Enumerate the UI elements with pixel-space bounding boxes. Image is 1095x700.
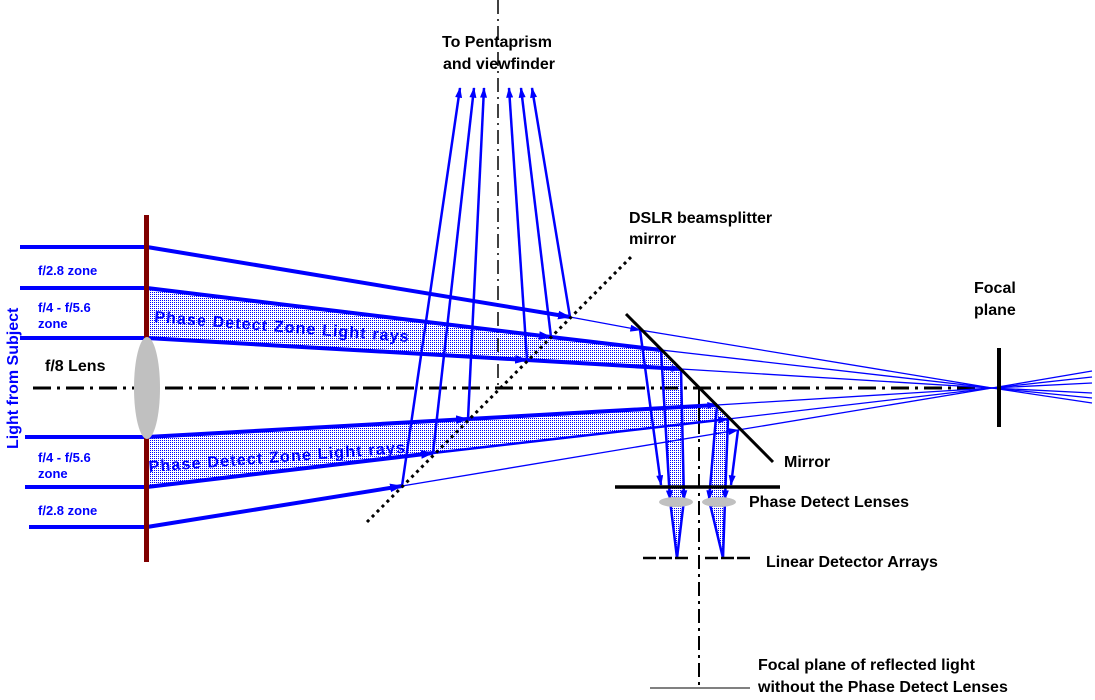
ray-d	[146, 415, 470, 439]
diverging-rays	[991, 370, 1093, 404]
af-ray-a	[638, 329, 664, 486]
ray-c	[146, 336, 529, 364]
f4-f56-bottom-zone-label: zone	[38, 466, 68, 481]
mirror-label: Mirror	[784, 454, 830, 471]
ray-b	[146, 286, 553, 340]
reflected-focal-plane-label-line1: Focal plane of reflected light	[758, 657, 976, 674]
pentaprism-label-line2: and viewfinder	[443, 56, 555, 73]
ray-d-to-focus	[716, 387, 993, 406]
viewfinder-ray-f	[400, 87, 463, 487]
f28-zone-top-label: f/2.8 zone	[38, 263, 97, 278]
focal-plane-label-line1: Focal	[974, 280, 1016, 297]
ray-f	[146, 483, 404, 529]
lens-plane-lower	[144, 437, 149, 562]
ray-f-beyond-focus	[991, 370, 1093, 389]
f8-lens-label: f/8 Lens	[45, 358, 106, 375]
upper-converging-cone	[670, 500, 684, 558]
af-ray-f	[728, 429, 740, 486]
f4-f56-top-zone-label: zone	[38, 316, 68, 331]
beamsplitter-label-line2: mirror	[629, 231, 676, 248]
viewfinder-ray-a	[530, 87, 572, 318]
viewfinder-ray-b	[518, 87, 553, 338]
af-rays	[638, 329, 740, 559]
phase-detect-lenses-label: Phase Detect Lenses	[749, 494, 909, 511]
f4-f56-bottom-label: f/4 - f/5.6	[38, 450, 91, 465]
lens-plane-upper	[144, 215, 149, 338]
ray-e-transmitted	[432, 416, 729, 455]
ray-a-to-focus	[639, 329, 993, 389]
viewfinder-rays	[400, 87, 572, 487]
ray-c-to-focus	[680, 368, 993, 389]
lower-reflected-strip	[709, 405, 728, 500]
ray-e	[146, 450, 435, 489]
af-ray-d	[706, 404, 719, 501]
af-ray-b-converge	[668, 499, 679, 559]
af-ray-e-converge	[721, 499, 727, 559]
light-from-subject-label: Light from Subject	[5, 307, 22, 449]
ray-a	[146, 245, 572, 320]
ray-e-beyond-focus	[991, 376, 1093, 389]
viewfinder-ray-d	[466, 87, 488, 420]
linear-detector-arrays-label: Linear Detector Arrays	[766, 554, 938, 571]
upper-phase-detect-band	[147, 288, 681, 369]
reflected-focal-plane-label-line2: without the Phase Detect Lenses	[757, 679, 1008, 696]
ray-d-transmitted	[467, 402, 718, 421]
af-ray-d-converge	[707, 499, 725, 559]
af-ray-c	[679, 368, 688, 501]
ray-e-to-focus	[727, 387, 993, 420]
ray-b-beyond-focus	[991, 387, 1093, 399]
af-ray-c-converge	[675, 499, 686, 559]
ray-f-to-focus	[737, 387, 993, 431]
secondary-mirror	[624, 312, 775, 464]
ray-a-transmitted	[569, 316, 641, 332]
viewfinder-ray-e	[431, 87, 477, 454]
ray-c-transmitted	[526, 358, 682, 372]
beamsplitter-label-line1: DSLR beamsplitter	[629, 210, 772, 227]
ray-d-beyond-focus	[991, 382, 1093, 389]
af-ray-b	[659, 349, 673, 501]
focal-plane-label-line2: plane	[974, 302, 1016, 319]
ray-c-beyond-focus	[991, 387, 1093, 394]
pentaprism-label-line1: To Pentaprism	[442, 34, 552, 51]
f8-lens	[134, 337, 160, 439]
ray-b-to-focus	[660, 349, 993, 389]
viewfinder-ray-c	[506, 87, 529, 361]
phase-detect-lens-left	[659, 497, 693, 507]
phase-detect-lens-right	[702, 497, 736, 507]
lower-phase-detect-band	[147, 405, 728, 487]
phase-detect-bands	[147, 288, 728, 558]
f28-zone-bottom-label: f/2.8 zone	[38, 503, 97, 518]
lens-rays	[146, 245, 993, 529]
ray-a-beyond-focus	[991, 387, 1093, 404]
incoming-light-lines	[20, 245, 147, 529]
f4-f56-top-label: f/4 - f/5.6	[38, 300, 91, 315]
